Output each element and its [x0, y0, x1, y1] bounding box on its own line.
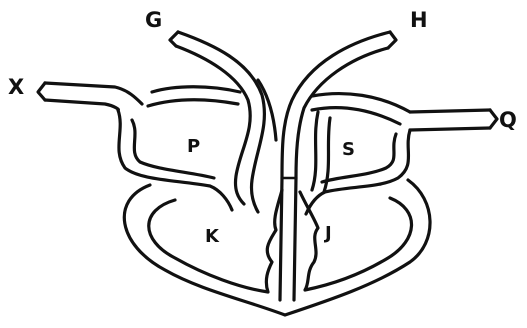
vessel-x-cap [38, 83, 45, 100]
label-q: Q [499, 110, 517, 131]
vessel-g-inner [176, 46, 250, 204]
label-h: H [410, 10, 428, 31]
label-s: S [342, 141, 355, 159]
label-x: X [8, 77, 24, 98]
vessel-q-cap [490, 110, 497, 128]
atrium-top-right-inner [312, 108, 400, 124]
vessel-q-bottom [410, 128, 490, 130]
septum-right [294, 178, 296, 300]
atrium-top-left [152, 87, 240, 92]
septum [280, 178, 282, 300]
label-k: K [205, 228, 219, 246]
vessel-q-top [410, 110, 490, 112]
label-g: G [145, 10, 162, 31]
vessel-g-cap [170, 32, 178, 46]
right-ventricle-inner-wall [300, 192, 412, 290]
vessel-s-tube-outer [312, 112, 318, 190]
label-p: P [187, 138, 200, 156]
atrium-top-left-inner [148, 100, 238, 106]
vessel-x-bottom [45, 100, 118, 110]
vessel-h-cap [388, 32, 396, 48]
label-j: J [325, 225, 332, 243]
right-atrium-inner [322, 134, 396, 182]
left-atrium-inner [132, 120, 214, 178]
